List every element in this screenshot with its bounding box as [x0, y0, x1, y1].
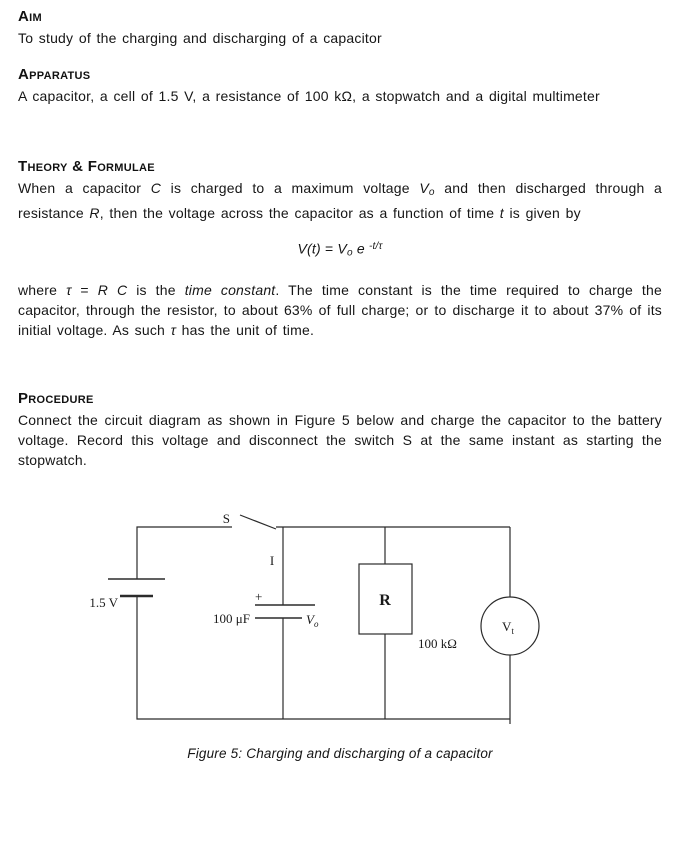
- aim-heading: Aim: [18, 8, 42, 25]
- circuit-wires: [108, 514, 540, 724]
- switch-blade: [239, 514, 277, 530]
- wire-bottom: [136, 595, 510, 720]
- theory-heading: Theory & Formulae: [18, 158, 155, 175]
- aim-text: To study of the charging and discharging…: [18, 30, 382, 46]
- apparatus-heading: Apparatus: [18, 66, 91, 83]
- current-label: I: [270, 553, 274, 568]
- discharge-formula: V(t) = Vo e -t/τ: [297, 240, 383, 259]
- procedure-text: Connect the circuit diagram as shown in …: [18, 411, 662, 468]
- capacitor-voltage-label: Vo: [306, 612, 319, 629]
- theory-intro-text: When a capacitor C is charged to a maxim…: [18, 180, 663, 222]
- capacitor-value-label: 100 μF: [213, 611, 250, 626]
- circuit-diagram: 1.5 V S I + 100 μF Vo R 100 kΩ Vt: [89, 512, 540, 724]
- battery-label: 1.5 V: [89, 595, 118, 610]
- resistor-label: R: [379, 592, 391, 609]
- apparatus-text: A capacitor, a cell of 1.5 V, a resistan…: [18, 88, 600, 104]
- theory-explanation-text: where τ = R C is the time constant. The …: [18, 281, 662, 338]
- voltmeter-label: Vt: [502, 619, 514, 636]
- figure-caption: Figure 5: Charging and discharging of a …: [187, 745, 493, 761]
- procedure-heading: Procedure: [18, 389, 94, 407]
- circuit-labels: 1.5 V S I + 100 μF Vo R 100 kΩ Vt: [89, 512, 514, 651]
- switch-label: S: [223, 512, 230, 526]
- resistor-value-label: 100 kΩ: [418, 636, 457, 651]
- wire-top-left: [136, 526, 232, 579]
- capacitor-plus-label: +: [255, 589, 262, 604]
